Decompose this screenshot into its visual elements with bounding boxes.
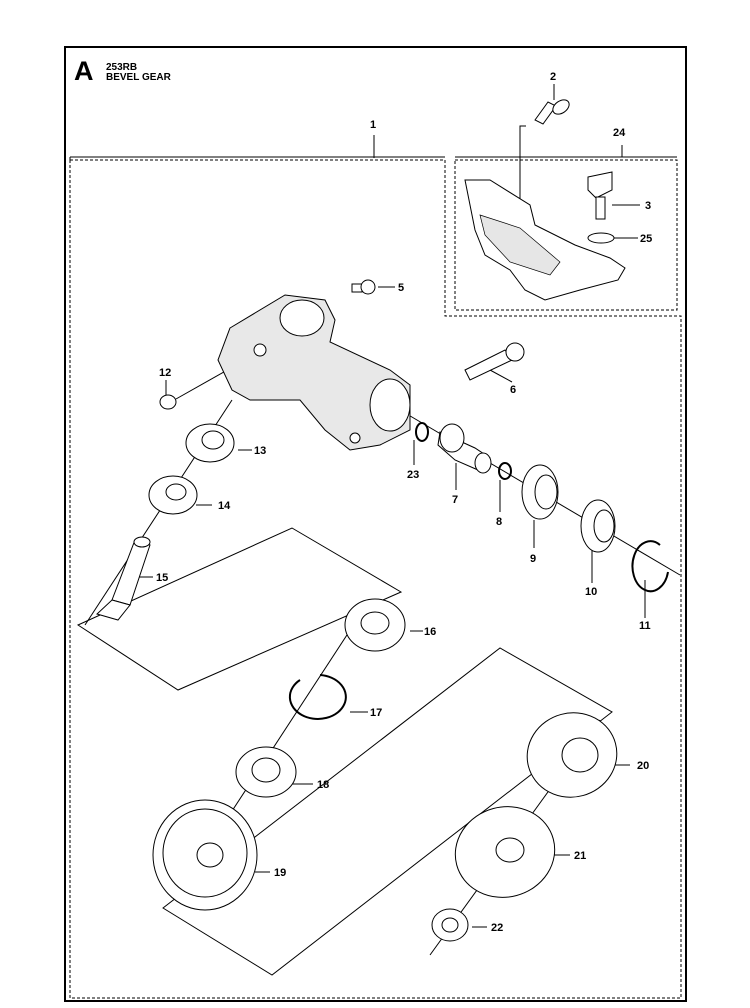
part-5-bolt bbox=[351, 279, 376, 295]
callout-10: 10 bbox=[585, 586, 597, 598]
callout-5: 5 bbox=[398, 282, 404, 294]
part-15-shaft bbox=[96, 536, 151, 621]
callout-20: 20 bbox=[637, 760, 649, 772]
callout-6: 6 bbox=[510, 384, 516, 396]
callout-25: 25 bbox=[640, 233, 652, 245]
callout-24: 24 bbox=[613, 127, 626, 139]
part-24-bracket bbox=[464, 179, 626, 301]
bracket-24 bbox=[455, 145, 677, 158]
gear-housing bbox=[217, 294, 411, 451]
callout-9: 9 bbox=[530, 553, 536, 565]
section-letter: A bbox=[74, 56, 94, 86]
part-20-washer bbox=[526, 712, 618, 798]
part-11-snap-ring bbox=[631, 540, 669, 593]
assembly-title: BEVEL GEAR bbox=[106, 72, 171, 83]
part-3-screw bbox=[587, 171, 613, 220]
model-number: 253RB bbox=[106, 62, 138, 73]
part-7-pinion bbox=[437, 423, 492, 474]
callout-22: 22 bbox=[491, 922, 503, 934]
group-1-boundary bbox=[69, 159, 682, 999]
part-12-screw bbox=[159, 394, 177, 410]
callout-18: 18 bbox=[317, 779, 329, 791]
bracket-1 bbox=[69, 135, 445, 160]
callout-14: 14 bbox=[218, 500, 231, 512]
part-2-bolt bbox=[534, 99, 570, 125]
bracket-lower-right bbox=[162, 647, 613, 976]
part-14-seal bbox=[148, 475, 198, 515]
part-18-seal bbox=[235, 746, 297, 798]
part-16-bearing bbox=[344, 598, 406, 652]
callout-11: 11 bbox=[639, 620, 651, 632]
callout-23: 23 bbox=[407, 469, 419, 481]
callout-2: 2 bbox=[550, 71, 556, 83]
part-22-nut bbox=[431, 908, 469, 942]
part-9-bearing bbox=[521, 464, 559, 520]
part-6-bolt bbox=[464, 342, 525, 381]
callout-3: 3 bbox=[645, 200, 651, 212]
part-10-bearing bbox=[580, 499, 616, 553]
group-24-boundary bbox=[454, 159, 678, 311]
callout-17: 17 bbox=[370, 707, 382, 719]
part-23-circlip bbox=[415, 422, 429, 442]
part-8-circlip bbox=[498, 462, 512, 480]
callout-13: 13 bbox=[254, 445, 266, 457]
callout-19: 19 bbox=[274, 867, 286, 879]
diagram-frame bbox=[64, 46, 687, 1002]
part-19-flange bbox=[152, 799, 258, 911]
callout-8: 8 bbox=[496, 516, 502, 528]
callout-7: 7 bbox=[452, 494, 458, 506]
callout-21: 21 bbox=[574, 850, 586, 862]
callout-15: 15 bbox=[156, 572, 168, 584]
callout-16: 16 bbox=[424, 626, 436, 638]
callout-1: 1 bbox=[370, 119, 376, 131]
part-25-washer bbox=[587, 232, 615, 244]
bracket-lower-left bbox=[76, 527, 403, 691]
part-13-bearing bbox=[185, 423, 235, 463]
callout-12: 12 bbox=[159, 367, 171, 379]
part-17-snap-ring bbox=[288, 674, 347, 720]
part-21-drive-disc bbox=[454, 806, 556, 898]
